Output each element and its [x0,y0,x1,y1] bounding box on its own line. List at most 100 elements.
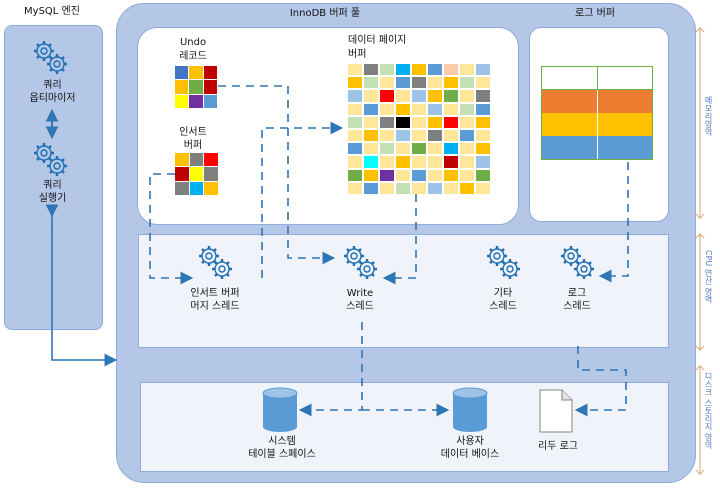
page-cell [476,90,490,102]
page-cell [380,116,394,128]
page-cell [460,90,474,102]
page-cell [460,129,474,142]
executor-label-2: 실행기 [38,193,67,204]
page-cell [428,64,442,76]
page-cell [428,116,442,128]
page-cell [189,181,204,195]
page-cell [364,64,378,76]
page-cell [348,143,362,155]
page-cell [428,169,442,181]
page-cell [348,156,362,168]
page-cell [460,116,474,128]
document-icon [539,389,573,433]
page-cell [476,77,490,89]
log-buffer-title: 로그 버퍼 [575,8,615,19]
page-cell [204,153,218,167]
undo-label-1: Undo [179,37,207,48]
page-cell [189,66,203,80]
user-db-label-2: 데이터 베이스 [440,449,500,460]
page-cell [444,90,458,102]
page-cell [396,116,410,128]
storage-area [140,382,669,472]
page-cell [476,156,490,168]
system-tablespace-label-2: 테이블 스페이스 [248,449,316,460]
page-cell [348,129,362,142]
data-page-grid [348,64,490,194]
page-cell [460,103,474,115]
page-cell [412,143,426,155]
page-cell [412,90,426,102]
page-cell [476,182,490,194]
page-cell [460,64,474,76]
database-icon [452,387,488,432]
page-cell [380,182,394,194]
page-cell [476,129,490,142]
page-cell [476,116,490,128]
innodb-title: InnoDB 버퍼 풀 [289,8,361,19]
page-cell [175,181,189,195]
page-cell [203,80,217,94]
page-cell [175,66,189,80]
thread-area [138,234,669,348]
memory-area-label: 메모리영역 [704,96,713,136]
page-cell [189,167,204,181]
page-cell [364,143,378,155]
page-cell [444,182,458,194]
page-cell [396,103,410,115]
redo-log-label: 리두 로그 [538,441,578,452]
disk-area-label: 디스크 스토리지 영역 [704,372,713,450]
page-cell [364,103,378,115]
page-cell [364,90,378,102]
page-cell [175,153,189,167]
page-cell [380,103,394,115]
page-cell [428,129,442,142]
engine-title: MySQL 엔진 [24,6,80,17]
optimizer-label-1: 쿼리 [43,80,62,91]
log-thread-label-1: 로그 [567,288,587,299]
page-cell [396,143,410,155]
page-cell [460,156,474,168]
page-cell [428,103,442,115]
page-cell [444,156,458,168]
page-cell [396,169,410,181]
page-cell [476,64,490,76]
page-cell [412,129,426,142]
undo-label-2: 레코드 [179,51,207,62]
log-buffer-table [541,66,653,160]
page-cell [348,182,362,194]
other-thread-label-2: 스레드 [489,301,517,312]
page-cell [460,169,474,181]
page-cell [348,103,362,115]
page-cell [428,77,442,89]
page-cell [460,143,474,155]
log-row-yellow [542,113,652,136]
page-cell [204,167,218,181]
page-cell [476,169,490,181]
page-cell [428,156,442,168]
page-cell [175,167,189,181]
page-cell [380,129,394,142]
page-cell [460,77,474,89]
page-cell [396,77,410,89]
merge-thread-label-2: 머지 스레드 [190,301,240,312]
insert-buffer-label-2: 버퍼 [183,140,203,151]
database-icon [262,387,298,432]
page-cell [348,169,362,181]
page-cell [412,64,426,76]
system-tablespace-label-1: 시스템 [268,436,296,447]
undo-record-grid [175,66,217,108]
insert-buffer-label-1: 인서트 [179,127,207,138]
page-cell [364,77,378,89]
page-cell [364,156,378,168]
log-row-empty [542,67,652,90]
page-cell [348,116,362,128]
page-cell [380,169,394,181]
log-thread-label-2: 스레드 [563,301,591,312]
page-cell [428,90,442,102]
optimizer-label-2: 옵티마이저 [29,93,76,104]
page-cell [203,66,217,80]
page-cell [175,80,189,94]
page-cell [412,169,426,181]
page-cell [348,90,362,102]
